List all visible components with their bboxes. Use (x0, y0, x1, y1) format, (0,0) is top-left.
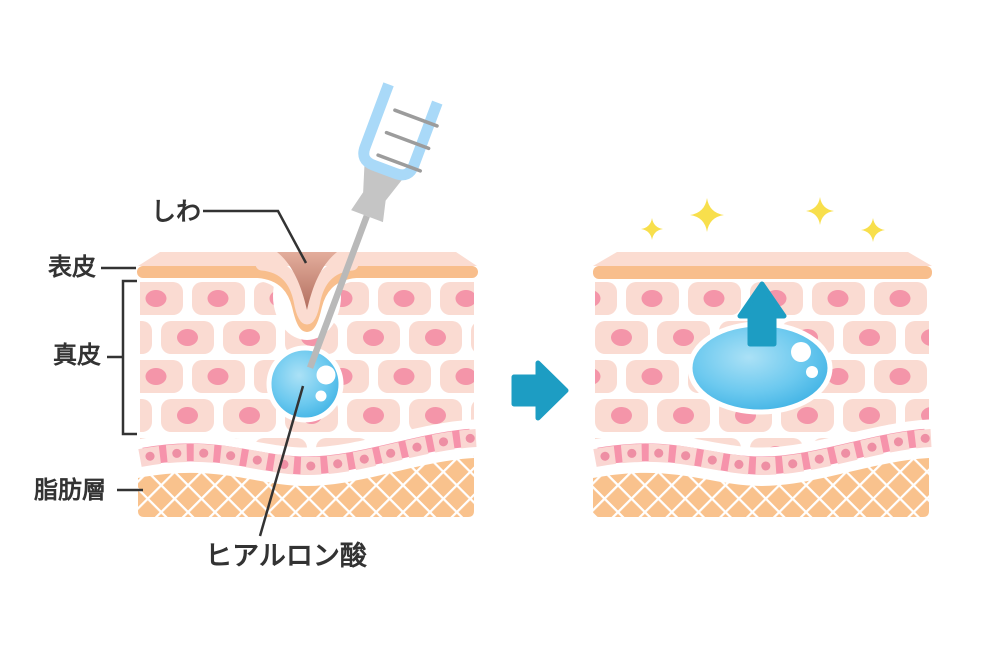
annotations: しわ 表皮 真皮 脂肪層 ヒアルロン酸 (34, 198, 368, 571)
fat-layer-left (138, 458, 474, 517)
membrane-layer-right (588, 419, 934, 484)
syringe-hub (351, 166, 402, 223)
fat-layer-right (593, 458, 929, 517)
syringe-icon (307, 82, 443, 369)
membrane-layer-left (133, 419, 479, 484)
sparkle-icon (861, 218, 885, 242)
epidermis-surface-right (593, 252, 932, 266)
membrane-dots-right (590, 433, 936, 471)
blob-highlight (316, 365, 336, 385)
right-panel (588, 197, 936, 517)
membrane-dots-left (135, 433, 481, 471)
left-panel (133, 82, 481, 537)
wrinkle-pointer-line (203, 209, 308, 264)
wrinkle-walls (255, 257, 359, 325)
sparkle-icon (641, 218, 663, 240)
blob-highlight (315, 390, 327, 402)
epidermis-label: 表皮 (48, 254, 96, 281)
hyaluronic-blob-left (266, 345, 344, 423)
hyaluronic-pointer-line (258, 385, 305, 537)
dermis-bracket (107, 279, 137, 436)
blob-highlight (791, 342, 811, 362)
syringe-barrel (358, 82, 443, 181)
sparkle-icon (690, 198, 724, 232)
syringe-graduations (376, 108, 439, 173)
epidermis-band-right (593, 266, 932, 279)
wrinkle-label: しわ (151, 198, 201, 226)
fat-layer-label: 脂肪層 (34, 476, 106, 504)
wrinkle-crease (277, 252, 337, 310)
hyaluronic-acid-label: ヒアルロン酸 (205, 541, 368, 571)
sparkle-icon (806, 197, 834, 225)
arrow-right-icon (511, 360, 569, 421)
arrow-up-icon (737, 281, 787, 347)
needle (307, 214, 370, 369)
dermis-label: 真皮 (53, 341, 101, 369)
blob-highlight (806, 366, 818, 378)
